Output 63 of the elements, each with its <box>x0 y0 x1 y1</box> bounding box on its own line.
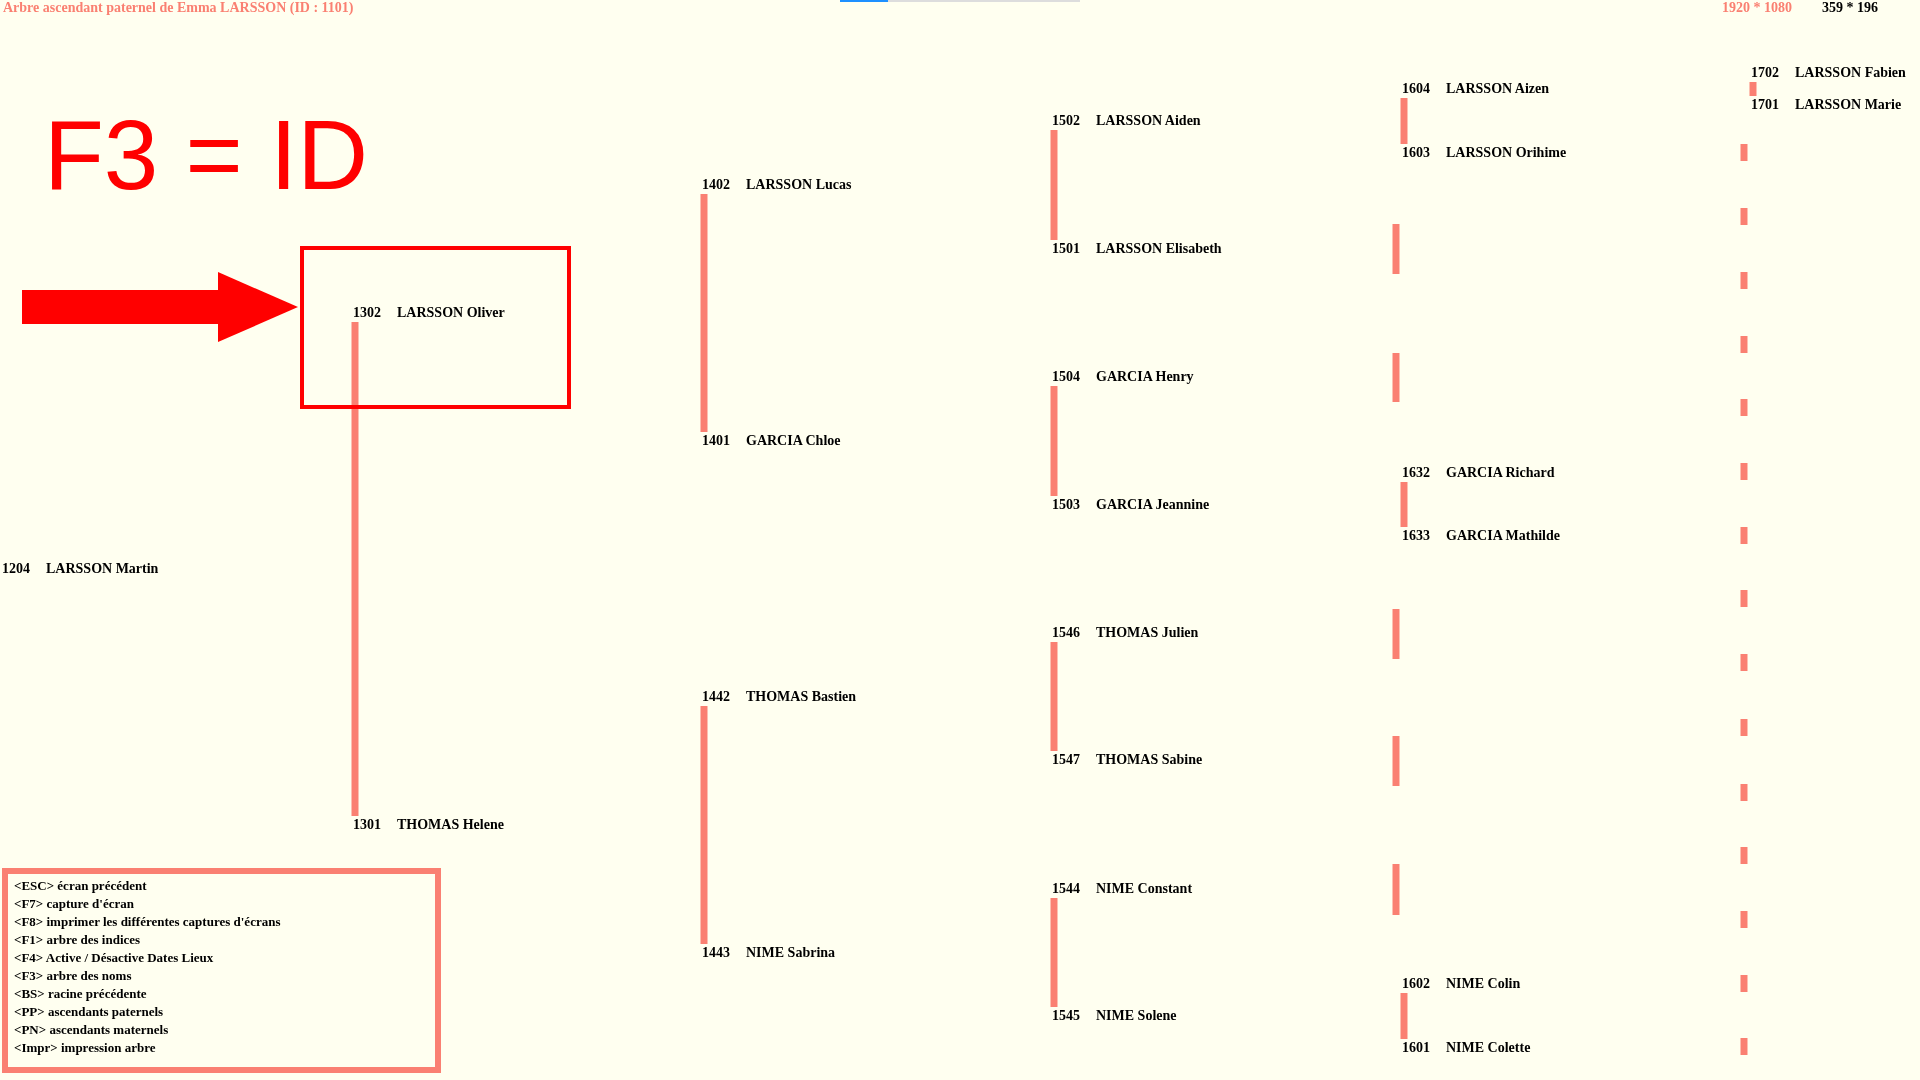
person-name: GARCIA Mathilde <box>1446 528 1560 543</box>
person-id: 1604 <box>1402 80 1431 98</box>
person-id: 1603 <box>1402 144 1431 162</box>
shortcut-text: <PN> ascendants maternels <box>14 1021 170 1039</box>
person-name: GARCIA Jeannine <box>1096 497 1210 512</box>
person-name: GARCIA Richard <box>1446 465 1555 480</box>
person-id: 1547 <box>1052 751 1081 769</box>
person-id: 1443 <box>702 944 731 962</box>
person-id: 1544 <box>1052 880 1081 898</box>
annotation-text: F3 = ID <box>44 100 369 210</box>
person-name: GARCIA Henry <box>1096 369 1194 384</box>
person-name: LARSSON Aizen <box>1446 81 1550 96</box>
person-id: 1401 <box>702 432 731 450</box>
person-id: 1501 <box>1052 240 1081 258</box>
shortcut-text: <ESC> écran précédent <box>14 877 148 895</box>
person-name: THOMAS Sabine <box>1096 752 1203 767</box>
person-name: LARSSON Fabien <box>1795 65 1906 80</box>
person-id: 1601 <box>1402 1039 1431 1057</box>
shortcut-text: <F8> imprimer les différentes captures d'écrans <box>14 913 282 931</box>
person-name: LARSSON Aiden <box>1096 113 1201 128</box>
person-name: THOMAS Helene <box>397 817 504 832</box>
person-name: LARSSON Martin <box>46 561 159 576</box>
person-id: 1301 <box>353 816 382 834</box>
person-id: 1702 <box>1751 64 1780 82</box>
shortcut-panel <box>2 868 441 1073</box>
person-name: GARCIA Chloe <box>746 433 841 448</box>
person-name: LARSSON Orihime <box>1446 145 1567 160</box>
person-name: NIME Colette <box>1446 1040 1531 1055</box>
person-name: NIME Sabrina <box>746 945 836 960</box>
shortcut-text: <BS> racine précédente <box>14 985 148 1003</box>
person-id: 1302 <box>353 304 382 322</box>
person-name: LARSSON Marie <box>1795 97 1902 112</box>
person-name: LARSSON Lucas <box>746 177 852 192</box>
highlight-box <box>300 246 571 409</box>
person-id: 1545 <box>1052 1007 1081 1025</box>
person-id: 1442 <box>702 688 731 706</box>
person-name: NIME Constant <box>1096 881 1193 896</box>
shortcut-text: <F7> capture d'écran <box>14 895 135 913</box>
person-name: NIME Colin <box>1446 976 1521 991</box>
shortcut-text: <F4> Active / Désactive Dates Lieux <box>14 949 215 967</box>
person-id: 1602 <box>1402 975 1431 993</box>
person-id: 1204 <box>2 560 31 578</box>
person-id: 1504 <box>1052 368 1081 386</box>
shortcut-text: <PP> ascendants paternels <box>14 1003 165 1021</box>
person-id: 1402 <box>702 176 731 194</box>
person-id: 1503 <box>1052 496 1081 514</box>
person-id: 1633 <box>1402 527 1431 545</box>
window-size-text: 359 * 196 <box>1822 0 1878 16</box>
person-id: 1701 <box>1751 96 1780 114</box>
shortcut-text: <Impr> impression arbre <box>14 1039 157 1057</box>
person-name: THOMAS Julien <box>1096 625 1199 640</box>
shortcut-text: <F1> arbre des indices <box>14 931 142 949</box>
arrow <box>22 272 298 342</box>
person-id: 1502 <box>1052 112 1081 130</box>
person-name: THOMAS Bastien <box>746 689 857 704</box>
screen-size-text: 1920 * 1080 <box>1722 0 1792 16</box>
person-name: NIME Solene <box>1096 1008 1177 1023</box>
person-name: LARSSON Elisabeth <box>1096 241 1222 256</box>
person-name: LARSSON Oliver <box>397 305 505 320</box>
title: Arbre ascendant paternel de Emma LARSSON (ID : 1101) <box>3 0 354 16</box>
person-id: 1546 <box>1052 624 1081 642</box>
shortcut-text: <F3> arbre des noms <box>14 967 133 985</box>
person-id: 1632 <box>1402 464 1431 482</box>
